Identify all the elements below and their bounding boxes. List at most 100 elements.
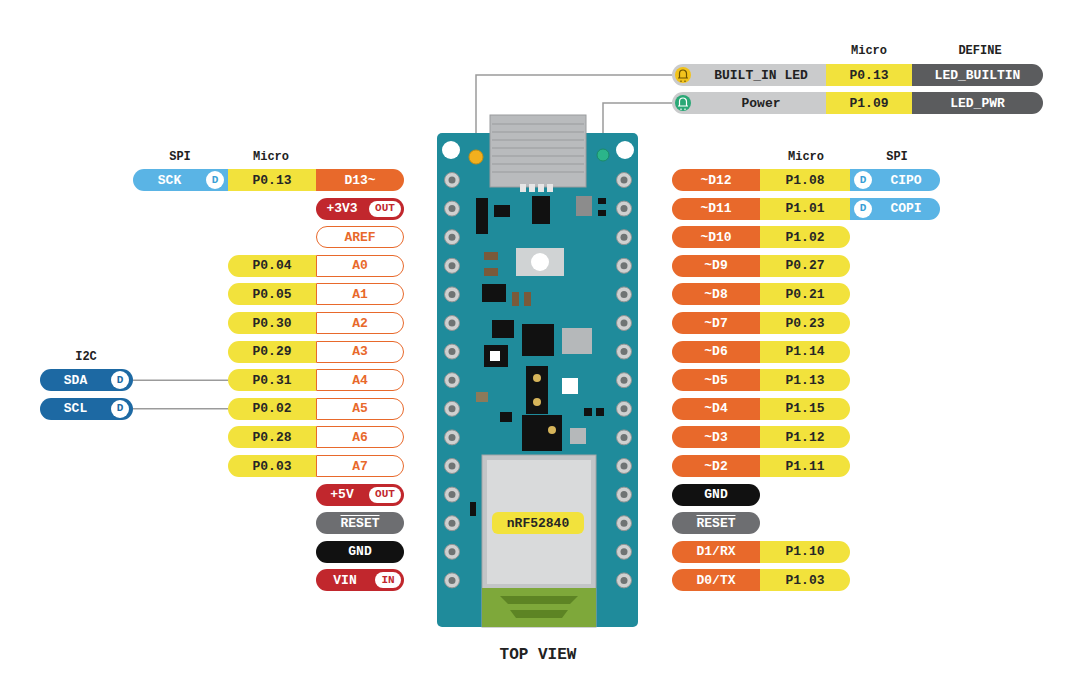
pin-text: ~D7 — [704, 317, 727, 330]
i2c-label: SDAD — [40, 369, 133, 391]
micro-pin: P1.14 — [760, 341, 850, 363]
pin-name: D1/RX — [672, 541, 760, 563]
micro-pin: P0.13 — [826, 64, 912, 86]
pin-name: ~D2 — [672, 455, 760, 477]
pin-name: ~D9 — [672, 255, 760, 277]
pin-text: CIPO — [890, 174, 921, 187]
micro-pin: P0.29 — [228, 341, 316, 363]
pin-text: A2 — [352, 317, 368, 330]
pin-text: BUILT_IN LED — [714, 69, 808, 82]
antenna — [482, 588, 596, 627]
pin-name: ~D6 — [672, 341, 760, 363]
led-icon — [675, 67, 691, 83]
pin-text: GND — [348, 545, 371, 558]
digital-badge: D — [206, 171, 224, 189]
bus-leader — [133, 408, 228, 410]
column-heading: SPI — [169, 151, 191, 163]
pin-text: ~D10 — [700, 231, 731, 244]
usb-pads — [520, 184, 553, 192]
led-callout: Power — [672, 92, 826, 114]
pin-text: A4 — [352, 374, 368, 387]
micro-pin: P1.11 — [760, 455, 850, 477]
pin-text: P0.21 — [785, 288, 824, 301]
pin-name: D13~ — [316, 169, 404, 191]
micro-pin: P0.13 — [228, 169, 316, 191]
pin-name: ~D4 — [672, 398, 760, 420]
pin-text: A7 — [352, 460, 368, 473]
column-heading: DEFINE — [958, 45, 1001, 57]
pin-text: P0.13 — [252, 174, 291, 187]
pin-text: P1.11 — [785, 460, 824, 473]
column-heading: SPI — [886, 151, 908, 163]
pin-text: A6 — [352, 431, 368, 444]
micro-pin: P0.04 — [228, 255, 316, 277]
pin-name: ~D8 — [672, 283, 760, 305]
micro-pin: P1.13 — [760, 369, 850, 391]
spi-label: CIPOD — [850, 169, 940, 191]
digital-badge: D — [854, 200, 872, 218]
ground-pin: GND — [672, 484, 760, 506]
pin-text: D13~ — [344, 174, 375, 187]
usb-ridges — [492, 124, 584, 172]
power-led — [597, 149, 609, 161]
micro-pin: P0.27 — [760, 255, 850, 277]
micro-pin: P0.28 — [228, 426, 316, 448]
pin-name: A3 — [316, 341, 404, 363]
pin-text: P0.03 — [252, 460, 291, 473]
micro-pin: P0.03 — [228, 455, 316, 477]
input-badge: IN — [375, 572, 401, 588]
micro-pin: P0.05 — [228, 283, 316, 305]
pin-name: A1 — [316, 283, 404, 305]
pin-text: COPI — [890, 202, 921, 215]
pin-text: ~D2 — [704, 460, 727, 473]
define-name: LED_BUILTIN — [912, 64, 1043, 86]
pin-text: D — [117, 403, 124, 414]
pin-name: ~D7 — [672, 312, 760, 334]
reset-pin: RESET — [316, 512, 404, 534]
antenna-trace — [500, 596, 578, 618]
pin-text: OUT — [375, 489, 395, 500]
digital-badge: D — [111, 400, 129, 418]
pin-name: A0 — [316, 255, 404, 277]
micro-pin: P0.31 — [228, 369, 316, 391]
view-caption: TOP VIEW — [500, 647, 577, 663]
digital-badge: D — [111, 371, 129, 389]
pin-text: ~D8 — [704, 288, 727, 301]
power-pin: VININ — [316, 569, 404, 591]
micro-pin: P0.30 — [228, 312, 316, 334]
micro-pin: P1.10 — [760, 541, 850, 563]
module-shield — [487, 460, 591, 584]
output-badge: OUT — [369, 487, 401, 503]
pin-text: +3V3 — [326, 202, 357, 215]
pin-name: A2 — [316, 312, 404, 334]
pin-name: ~D12 — [672, 169, 760, 191]
pin-text: P0.04 — [252, 259, 291, 272]
pin-text: nRF52840 — [507, 517, 569, 530]
pin-text: SCK — [158, 174, 181, 187]
pin-name: ~D5 — [672, 369, 760, 391]
pin-text: P1.03 — [785, 574, 824, 587]
column-heading: Micro — [253, 151, 289, 163]
pin-name: AREF — [316, 226, 404, 248]
pin-text: P1.15 — [785, 402, 824, 415]
chip-label: nRF52840 — [492, 512, 584, 534]
pin-text: P0.27 — [785, 259, 824, 272]
pin-text: P0.30 — [252, 317, 291, 330]
pin-text: RESET — [340, 517, 379, 530]
header-pins — [445, 173, 632, 588]
reset-pin: RESET — [672, 512, 760, 534]
led-icon — [675, 95, 691, 111]
pin-text: D0/TX — [696, 574, 735, 587]
output-badge: OUT — [369, 201, 401, 217]
spi-label: SCK D — [133, 169, 228, 191]
pcb — [437, 133, 638, 627]
pin-text: ~D4 — [704, 402, 727, 415]
micro-pin: P1.08 — [760, 169, 850, 191]
pin-name: A6 — [316, 426, 404, 448]
pin-text: P1.01 — [785, 202, 824, 215]
pin-text: P1.14 — [785, 345, 824, 358]
ground-pin: GND — [316, 541, 404, 563]
pin-name: A7 — [316, 455, 404, 477]
pin-text: D — [212, 175, 219, 186]
pin-text: +5V — [330, 488, 353, 501]
